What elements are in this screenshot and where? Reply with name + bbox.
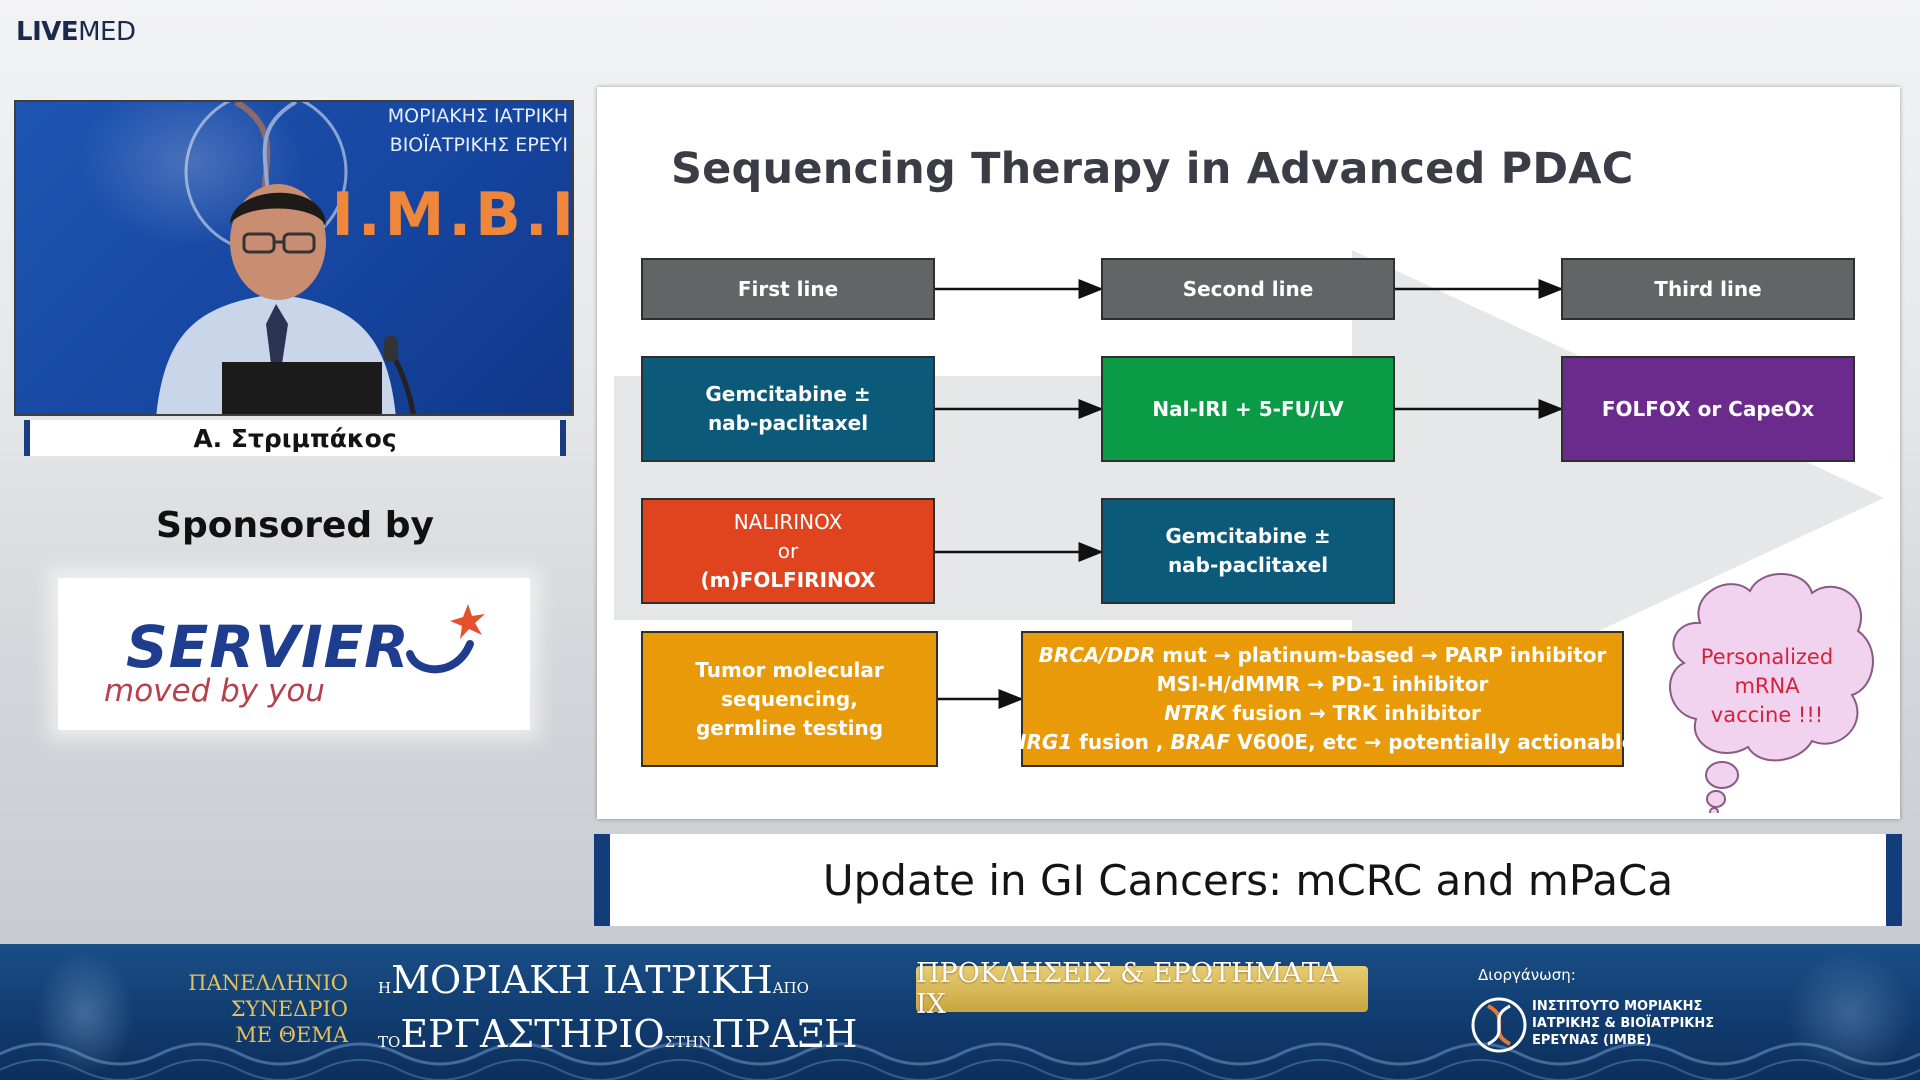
organizer-name: ΙΝΣΤΙΤΟΥΤΟ ΜΟΡΙΑΚΗΣ ΙΑΤΡΙΚΗΣ & ΒΙΟΪΑΤΡΙΚ… (1532, 998, 1714, 1049)
gene-name: BRAF (1170, 730, 1231, 754)
backdrop-line: ΒΙΟΪΑΤΡΙΚΗΣ ΕΡΕΥΙ (389, 134, 568, 156)
header-second-line: Second line (1101, 258, 1395, 320)
actionable-text: fusion , (1072, 730, 1171, 754)
box-line: sequencing, (721, 686, 858, 711)
servier-swoosh-icon (406, 640, 474, 674)
header-first-line-label: First line (737, 276, 839, 301)
banner-left-line: ΠΑΝΕΛΛΗΝΙΟ (188, 971, 348, 995)
box-line: Nal-IRI + 5-FU/LV (1152, 396, 1344, 421)
thought-bubble-icon (1669, 573, 1874, 813)
box-line: Tumor molecular (695, 657, 884, 682)
box-line: nab-paclitaxel (707, 411, 869, 435)
banner-word: ΠΡΑΞΗ (711, 1012, 858, 1056)
conference-banner: ΠΑΝΕΛΛΗΝΙΟ ΣΥΝΕΔΡΙΟ ΜΕ ΘΕΜΑ ΗΜΟΡΙΑΚΗ ΙΑΤ… (0, 944, 1920, 1080)
actionable-line: NTRK fusion → TRK inhibitor (1164, 699, 1481, 728)
thought-bubble-text: Personalized mRNA vaccine !!! (1680, 643, 1854, 730)
header-third-line: Third line (1561, 258, 1855, 320)
organizer-line: ΕΡΕΥΝΑΣ (IMBE) (1532, 1033, 1652, 1048)
organizer-line: ΙΑΤΡΙΚΗΣ & ΒΙΟΪΑΤΡΙΚΗΣ (1532, 1016, 1715, 1031)
actionable-line: NRG1 fusion , BRAF V600E, etc → potentia… (1010, 728, 1636, 757)
organizer-label: Διοργάνωση: (1478, 966, 1576, 984)
banner-word: ΤΟ (378, 1033, 401, 1051)
banner-edition-pill: ΠΡΟΚΛΗΣΕΙΣ & ΕΡΩΤΗΜΑΤΑ IX (916, 958, 1368, 1020)
header-third-line-label: Third line (1654, 276, 1762, 301)
actionable-line: BRCA/DDR mut → platinum-based → PARP inh… (1039, 641, 1607, 670)
banner-left-text: ΠΑΝΕΛΛΗΝΙΟ ΣΥΝΕΔΡΙΟ ΜΕ ΘΕΜΑ (178, 970, 348, 1048)
box-line: (m)FOLFIRINOX (700, 567, 876, 592)
banner-title-line-1: ΗΜΟΡΙΑΚΗ ΙΑΤΡΙΚΗΑΠΟ (378, 958, 857, 1012)
speaker-figure-icon (156, 184, 416, 414)
gene-name: BRCA/DDR (1038, 643, 1156, 667)
banner-word: ΜΟΡΙΑΚΗ ΙΑΤΡΙΚΗ (391, 958, 773, 1002)
talk-title: Update in GI Cancers: mCRC and mPaCa (594, 834, 1902, 926)
actionable-line: MSI-H/dMMR → PD-1 inhibitor (1157, 670, 1489, 699)
header-second-line-label: Second line (1182, 276, 1314, 301)
logo-bold: LIVE (16, 17, 79, 47)
gene-name: NRG1 (1009, 730, 1073, 754)
banner-word: ΣΤΗΝ (664, 1033, 712, 1051)
banner-word: Η (378, 979, 392, 997)
gene-name: NTRK (1164, 701, 1226, 725)
row1-first-line-box: Gemcitabine ± nab-paclitaxel (641, 356, 935, 462)
box-line: FOLFOX or CapeOx (1601, 396, 1815, 421)
box-line: Gemcitabine ± (1165, 524, 1331, 548)
presentation-slide: Sequencing Therapy in Advanced PDAC Firs… (597, 87, 1900, 819)
box-line: nab-paclitaxel (1167, 553, 1329, 577)
actionable-targets-box: BRCA/DDR mut → platinum-based → PARP inh… (1010, 631, 1635, 767)
bubble-line: Personalized (1700, 645, 1834, 669)
banner-title: ΗΜΟΡΙΑΚΗ ΙΑΤΡΙΚΗΑΠΟ ΤΟΕΡΓΑΣΤΗΡΙΟΣΤΗΝΠΡΑΞ… (378, 958, 857, 1066)
organizer-line: ΙΝΣΤΙΤΟΥΤΟ ΜΟΡΙΑΚΗΣ (1532, 999, 1703, 1014)
sponsor-brand: SERVIER (126, 613, 410, 681)
video-backdrop-acronym: I.M.B.I (331, 180, 574, 250)
molecular-testing-box: Tumor molecular sequencing, germline tes… (641, 631, 938, 767)
header-first-line: First line (641, 258, 935, 320)
logo-regular: MED (78, 17, 136, 47)
sponsor-logo: SERVIER moved by you (58, 578, 530, 730)
bubble-line: vaccine !!! (1710, 703, 1824, 727)
imbe-logo-icon (1471, 997, 1527, 1053)
actionable-text: mut → platinum-based → PARP inhibitor (1155, 643, 1607, 667)
livemed-logo: LIVEMED (16, 17, 136, 47)
actionable-text: fusion → TRK inhibitor (1225, 701, 1481, 725)
actionable-text: MSI-H/dMMR → PD-1 inhibitor (1156, 672, 1489, 696)
speaker-name: Α. Στριμπάκος (24, 420, 566, 456)
row1-third-line-box: FOLFOX or CapeOx (1561, 356, 1855, 462)
banner-left-line: ΜΕ ΘΕΜΑ (235, 1023, 348, 1047)
box-line: Gemcitabine ± (705, 382, 871, 406)
bubble-line: mRNA (1734, 674, 1800, 698)
slide-title: Sequencing Therapy in Advanced PDAC (671, 144, 1634, 194)
banner-word: ΑΠΟ (772, 979, 809, 997)
wave-pattern-icon (0, 1042, 1920, 1080)
row1-second-line-box: Nal-IRI + 5-FU/LV (1101, 356, 1395, 462)
sponsor-tagline: moved by you (104, 673, 325, 709)
banner-word: ΕΡΓΑΣΤΗΡΙΟ (400, 1012, 665, 1056)
banner-left-line: ΣΥΝΕΔΡΙΟ (230, 997, 348, 1021)
box-line: germline testing (695, 715, 884, 740)
sponsor-label: Sponsored by (156, 505, 434, 546)
video-backdrop-text: ΜΟΡΙΑΚΗΣ ΙΑΤΡΙΚΗ ΒΙΟΪΑΤΡΙΚΗΣ ΕΡΕΥΙ (388, 102, 568, 160)
speaker-video: ΜΟΡΙΑΚΗΣ ΙΑΤΡΙΚΗ ΒΙΟΪΑΤΡΙΚΗΣ ΕΡΕΥΙ I.M.B… (14, 100, 574, 416)
row2-second-line-box: Gemcitabine ± nab-paclitaxel (1101, 498, 1395, 604)
box-line: or (777, 538, 799, 563)
banner-title-line-2: ΤΟΕΡΓΑΣΤΗΡΙΟΣΤΗΝΠΡΑΞΗ (378, 1012, 857, 1066)
flow-connectors (935, 279, 1564, 709)
servier-star-icon (450, 604, 485, 639)
row2-first-line-box: NALIRINOX or (m)FOLFIRINOX (641, 498, 935, 604)
box-line: NALIRINOX (733, 509, 843, 534)
actionable-text: V600E, etc → potentially actionable (1230, 730, 1636, 754)
backdrop-line: ΜΟΡΙΑΚΗΣ ΙΑΤΡΙΚΗ (387, 105, 568, 127)
